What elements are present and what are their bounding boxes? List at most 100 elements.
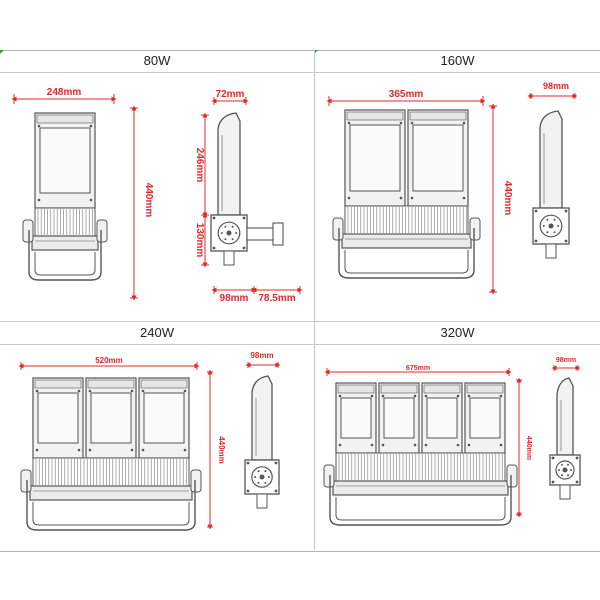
lens-window [469, 397, 501, 439]
module-top-cap [380, 384, 418, 394]
pivot-hole [220, 232, 223, 234]
depth-dimension-label: 98mm [250, 351, 273, 360]
plate-screw [246, 489, 250, 493]
plate-screw [246, 461, 250, 465]
plate-screw [212, 216, 216, 220]
screw [424, 443, 428, 447]
plate-screw [534, 239, 538, 243]
plate-screw [242, 246, 246, 250]
screw [130, 448, 134, 452]
screw [410, 196, 414, 200]
module-top-cap [34, 379, 82, 389]
base-housing [332, 480, 509, 496]
base-housing [29, 485, 193, 501]
screw [89, 198, 93, 202]
u-bracket-inner [335, 497, 506, 521]
pivot-hole [561, 463, 563, 466]
screw [499, 443, 503, 447]
pivot-bolt [562, 467, 568, 473]
height-dimension-label: 440mm [217, 436, 226, 464]
mount-stem [256, 493, 268, 509]
height-dimension-label: 440mm [502, 181, 513, 216]
pivot-hole [231, 238, 234, 241]
mount-stem [223, 250, 235, 266]
mount-stem [559, 484, 571, 500]
pivot-hole [254, 476, 257, 478]
screw [347, 121, 351, 125]
lens-window [39, 127, 91, 194]
screw [130, 389, 134, 393]
screw [35, 448, 39, 452]
lower-height-dimension-label: 130mm [194, 223, 205, 258]
screw [462, 196, 466, 200]
plate-screw [242, 216, 246, 220]
lens-window [143, 392, 185, 444]
screw [37, 198, 41, 202]
pivot-bolt [226, 230, 232, 236]
plate-screw [212, 246, 216, 250]
fixture-side-view [549, 377, 581, 500]
plate-screw [534, 209, 538, 213]
width-dimension-label: 248mm [47, 87, 82, 98]
screw [456, 394, 460, 398]
module-top-cap [36, 114, 94, 124]
side-housing [556, 377, 574, 456]
screw [399, 196, 403, 200]
bracket-knob [323, 464, 335, 488]
pivot-bolt [259, 474, 265, 480]
module-top-cap [409, 111, 467, 121]
lens-window [37, 392, 79, 444]
depth-dimension-label: 98mm [556, 357, 576, 364]
pivot-hole [567, 463, 569, 466]
screw [77, 448, 81, 452]
plate-screw [274, 489, 278, 493]
screw [338, 443, 342, 447]
plate-screw [551, 480, 555, 484]
corner-marker [314, 50, 318, 54]
lens-window [412, 124, 464, 192]
lens-window [90, 392, 132, 444]
pivot-hole [231, 225, 234, 228]
screw [141, 389, 145, 393]
bracket-knob [190, 469, 202, 493]
pivot-hole [546, 231, 549, 234]
bracket-knob [332, 217, 344, 241]
screw [88, 448, 92, 452]
width-dimension-label: 520mm [95, 356, 123, 365]
fixture-front-view [22, 112, 108, 281]
pivot-hole [553, 218, 556, 221]
screw [413, 443, 417, 447]
base-dimension-label: 98mm [220, 293, 249, 304]
module-top-cap [87, 379, 135, 389]
upper-height-dimension-label: 246mm [194, 148, 205, 183]
panel-160w-title: 160W [315, 50, 600, 73]
lens-window [383, 397, 415, 439]
bracket-knob [96, 219, 108, 243]
screw [89, 124, 93, 128]
panel-240w-title: 240W [0, 321, 314, 345]
screw [399, 121, 403, 125]
pivot-hole [264, 470, 267, 473]
u-bracket [329, 475, 512, 526]
pivot-hole [257, 470, 260, 473]
column-divider [314, 50, 315, 550]
base-housing [31, 235, 99, 251]
pivot-hole [546, 218, 549, 221]
plate-screw [551, 456, 555, 460]
screw [370, 394, 374, 398]
screw [37, 124, 41, 128]
pivot-hole [224, 238, 227, 241]
pivot-bolt [548, 223, 554, 229]
module-top-cap [466, 384, 504, 394]
screw [35, 389, 39, 393]
screw [499, 394, 503, 398]
bracket-knob [20, 469, 32, 493]
height-dimension-label: 440mm [525, 436, 532, 460]
lens-window [349, 124, 401, 192]
plate-screw [564, 209, 568, 213]
mount-arm-end [272, 222, 284, 246]
pivot-hole [558, 469, 560, 471]
pivot-hole [542, 225, 545, 227]
plate-screw [564, 239, 568, 243]
pivot-hole [561, 474, 563, 477]
